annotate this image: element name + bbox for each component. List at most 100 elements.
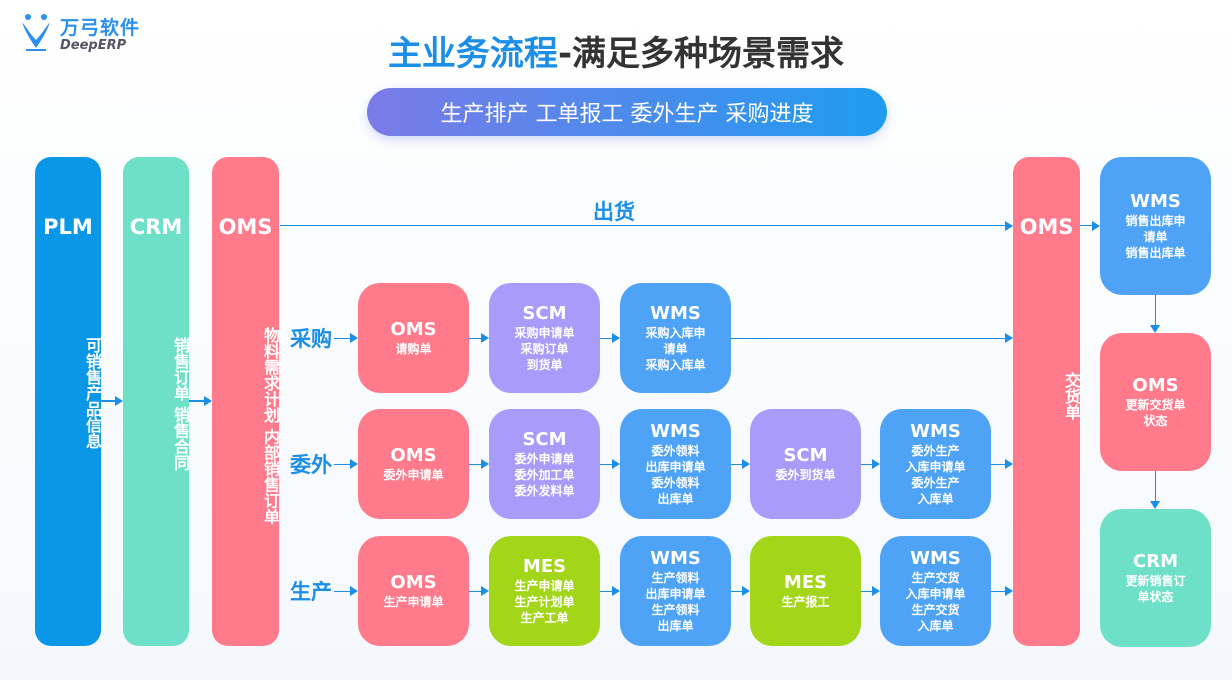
box-title: CRM [1133,551,1178,572]
arrow-head-icon [872,586,880,596]
box-text: 委外领料 出库申请单 委外领料 出库单 [645,444,706,506]
box-text: 生产申请单 [383,595,444,609]
box-text: 委外申请单 委外加工单 委外发料单 [514,452,575,498]
arrow-head-icon [481,333,489,343]
result-box: CRM 更新销售订 单状态 [1100,509,1211,647]
arrow-head-icon [612,459,620,469]
box-title: WMS [650,421,701,442]
process-box: WMS 采购入库申 请单 采购入库单 [620,283,731,393]
arrow-head-icon [742,459,750,469]
process-box: OMS 委外申请单 [358,409,469,519]
process-box: OMS 请购单 [358,283,469,393]
plm-column: PLM 可销售产品信息 [35,157,102,646]
box-text: 销售出库申 请单 销售出库单 [1125,214,1186,260]
result-box: WMS 销售出库申 请单 销售出库单 [1100,157,1211,295]
row-label: 委外 [290,453,332,477]
box-title: WMS [650,548,701,569]
column-title: PLM [43,215,93,239]
box-text: 委外到货单 [775,468,836,482]
arrow-head-icon [1005,333,1013,343]
box-text: 生产申请单 生产计划单 生产工单 [514,579,575,625]
process-box: SCM 委外到货单 [750,409,861,519]
arrow-line [334,591,350,592]
arrow-head-icon [115,396,123,406]
row-label: 采购 [290,327,332,351]
process-box: WMS 生产交货 入库申请单 生产交货 入库单 [880,536,991,646]
box-title: MES [522,556,567,577]
box-title: OMS [390,572,437,593]
title-highlight: 主业务流程 [387,34,558,74]
ship-line [280,225,1005,226]
arrow-line [189,400,204,402]
arrow-head-icon [742,586,750,596]
arrow-line [469,464,481,465]
crm-column: CRM 销售订单 销售合同 [123,157,190,646]
box-title: SCM [522,303,567,324]
arrow-head-icon [612,586,620,596]
arrow-line [731,338,1005,339]
box-text: 更新销售订 单状态 [1125,574,1186,604]
oms-column: OMS 物料需求计划 内部销售订单 [212,157,280,646]
process-box: WMS 委外领料 出库申请单 委外领料 出库单 [620,409,731,519]
logo-icon [22,14,50,51]
process-box: WMS 委外生产 入库申请单 委外生产 入库单 [880,409,991,519]
arrow-line [600,338,612,339]
box-text: 采购入库申 请单 采购入库单 [645,326,706,372]
arrow-line [1155,295,1156,325]
arrow-head-icon [872,459,880,469]
row-label: 生产 [290,580,332,604]
arrow-head-icon [1150,501,1160,509]
page-title: 主业务流程-满足多种场景需求 [0,26,1232,75]
column-text: 销售订单 销售合同 [171,337,190,471]
box-title: SCM [522,429,567,450]
box-text: 采购申请单 采购订单 到货单 [514,326,575,372]
arrow-line [1080,225,1092,226]
column-text: 可销售产品信息 [83,337,102,449]
arrow-line [861,591,872,592]
box-title: WMS [1130,191,1181,212]
box-title: SCM [783,445,828,466]
arrow-line [101,400,115,402]
arrow-head-icon [1005,221,1013,231]
box-title: WMS [910,548,961,569]
box-text: 请购单 [395,342,432,356]
arrow-head-icon [1150,325,1160,333]
column-title: CRM [129,215,183,239]
process-box: OMS 生产申请单 [358,536,469,646]
box-text: 生产报工 [781,595,830,609]
logo-cn: 万弓软件 [60,17,141,39]
column-text: 物料需求计划 内部销售订单 [261,327,280,525]
box-text: 委外申请单 [383,468,444,482]
arrow-head-icon [1005,586,1013,596]
arrow-line [334,338,350,339]
arrow-line [600,464,612,465]
box-title: MES [783,572,828,593]
box-title: OMS [390,319,437,340]
arrow-line [469,338,481,339]
box-text: 委外生产 入库申请单 委外生产 入库单 [905,444,966,506]
arrow-head-icon [1005,459,1013,469]
logo-en: DeepERP [60,38,127,53]
process-box: WMS 生产领料 出库申请单 生产领料 出库单 [620,536,731,646]
process-box: SCM 采购申请单 采购订单 到货单 [489,283,600,393]
column-title: OMS [1019,215,1074,239]
result-box: OMS 更新交货单 状态 [1100,333,1211,471]
arrow-line [731,591,742,592]
box-text: 生产领料 出库申请单 生产领料 出库单 [645,571,706,633]
box-title: OMS [390,445,437,466]
arrow-head-icon [350,333,358,343]
column-text: 交货单 [1062,372,1081,420]
arrow-head-icon [481,586,489,596]
arrow-line [991,591,1005,592]
box-text: 更新交货单 状态 [1125,398,1186,428]
arrow-line [731,464,742,465]
logo: 万弓软件 DeepERP [18,12,140,54]
process-box: SCM 委外申请单 委外加工单 委外发料单 [489,409,600,519]
process-box: MES 生产报工 [750,536,861,646]
box-title: WMS [910,421,961,442]
column-title: OMS [218,215,273,239]
arrow-head-icon [350,459,358,469]
oms-right-column: OMS 交货单 [1013,157,1081,646]
arrow-head-icon [1092,221,1100,231]
arrow-head-icon [350,586,358,596]
